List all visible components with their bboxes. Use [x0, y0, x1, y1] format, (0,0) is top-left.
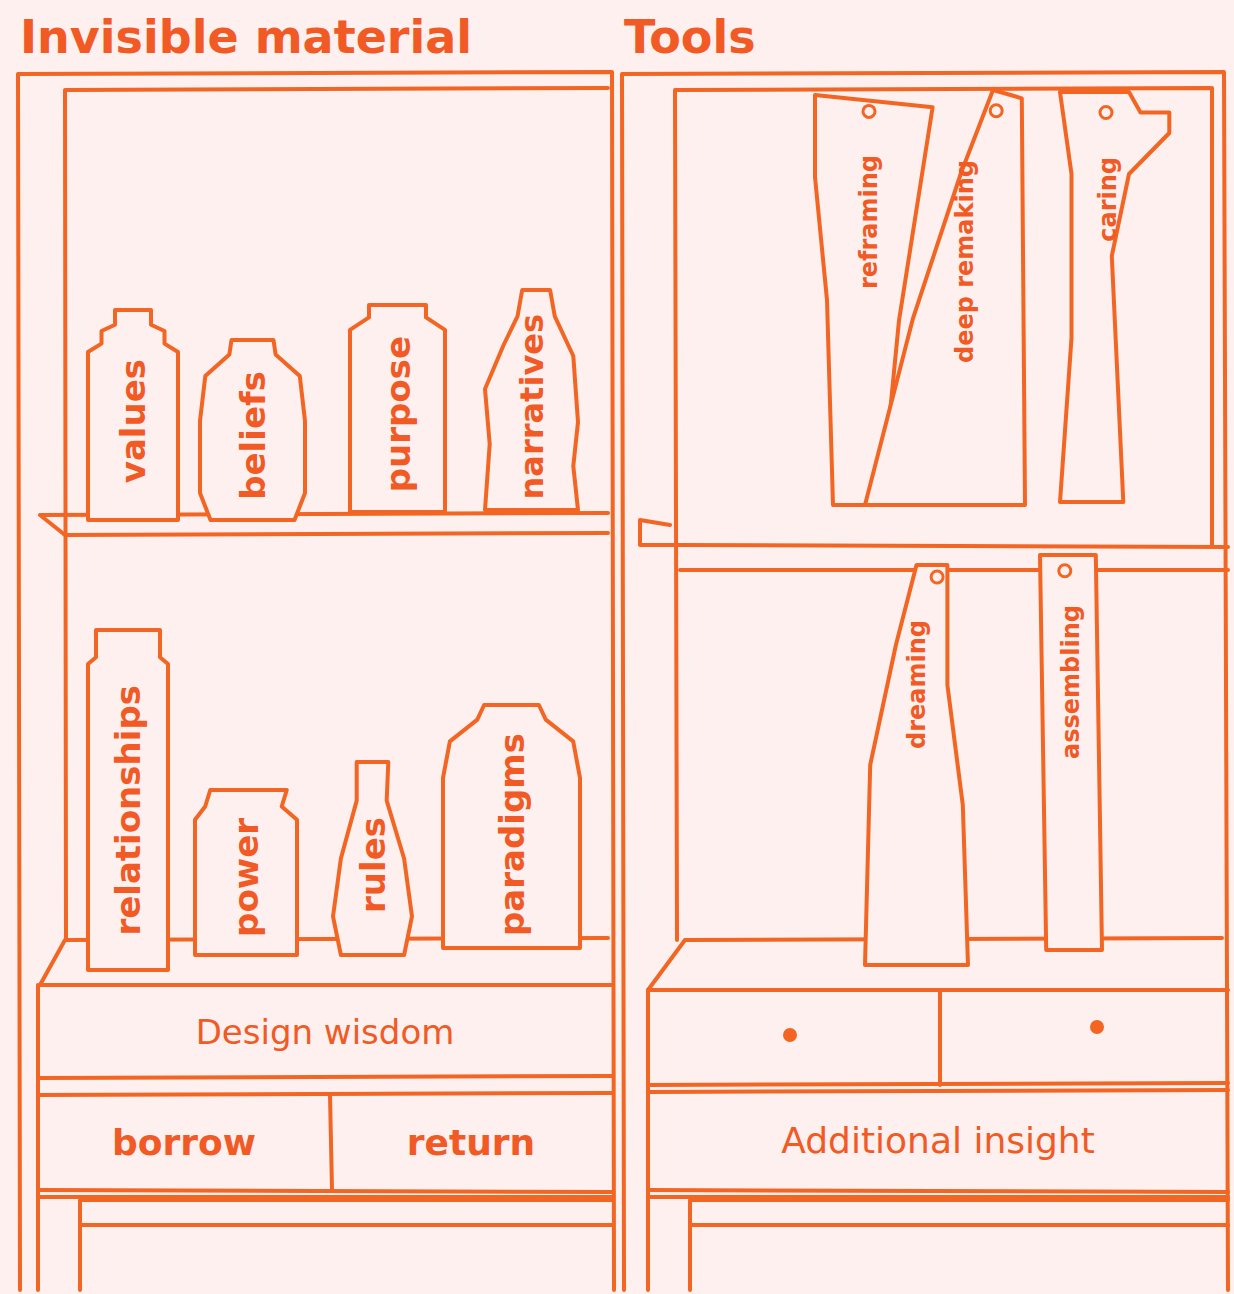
drawer: Additional insight — [648, 1090, 1228, 1190]
jar-label: purpose — [378, 336, 418, 492]
jar-label: paradigms — [492, 733, 532, 936]
label-wrap: purpose — [350, 305, 445, 512]
hang-hole — [931, 571, 943, 583]
cabinet: Toolsreframingdeep remakingcaringdreamin… — [622, 72, 1228, 1290]
material-jar: values — [88, 310, 178, 520]
tool-board: dreaming — [865, 565, 968, 965]
label-wrap: rules — [333, 762, 412, 955]
material-jar: rules — [333, 762, 412, 955]
label-wrap: values — [88, 310, 178, 520]
tool-label: assembling — [1057, 605, 1085, 759]
outline-shape — [1060, 92, 1175, 502]
drawer-label: borrow — [112, 1122, 256, 1163]
drawer: return — [330, 1095, 612, 1190]
label-wrap: beliefs — [200, 340, 305, 520]
label-wrap: deep remaking — [865, 90, 1025, 505]
label-wrap: dreaming — [865, 565, 968, 965]
outline-path — [485, 290, 578, 510]
drawer-label: Design wisdom — [196, 1012, 455, 1052]
jar-label: power — [226, 818, 266, 937]
label-wrap: paradigms — [443, 705, 580, 948]
outline-path — [865, 90, 1025, 505]
jar-label: values — [113, 359, 153, 483]
jar-label: rules — [353, 817, 393, 913]
tool-board: caring — [1060, 92, 1175, 502]
label-wrap: caring — [1060, 92, 1175, 502]
outline-path — [200, 340, 305, 520]
cabinet: Invisible materialvaluesbeliefspurposena… — [18, 72, 614, 1290]
jar-label: beliefs — [233, 371, 273, 500]
label-wrap: power — [195, 790, 297, 955]
tool-board: assembling — [1040, 555, 1102, 950]
label-wrap: assembling — [1040, 555, 1102, 950]
label-wrap: relationships — [88, 630, 168, 970]
outline-path — [443, 705, 580, 948]
outline-path — [88, 630, 168, 970]
cabinet-heading: Invisible material — [20, 10, 472, 64]
outline-shape — [865, 90, 1025, 505]
drawer-label: return — [407, 1122, 535, 1163]
outline-path — [88, 310, 178, 520]
material-jar: beliefs — [200, 340, 305, 520]
material-jar: power — [195, 790, 297, 955]
cabinet-heading: Tools — [624, 10, 756, 64]
tool-label: caring — [1094, 157, 1122, 242]
outline-path — [1040, 555, 1102, 950]
outline-path — [195, 790, 297, 955]
drawer: borrow — [38, 1095, 330, 1190]
tool-label: reframing — [855, 155, 883, 289]
outline-path — [350, 305, 445, 512]
hang-hole — [990, 105, 1002, 117]
jar-label: narratives — [513, 314, 551, 499]
hang-hole — [863, 105, 875, 117]
jar-label: relationships — [108, 685, 148, 936]
material-jar: paradigms — [443, 705, 580, 948]
hang-hole — [1059, 565, 1071, 577]
outline-path — [1060, 92, 1169, 502]
hang-hole — [1100, 107, 1112, 119]
tool-board: deep remaking — [865, 90, 1025, 505]
material-jar: purpose — [350, 305, 445, 512]
outline-path — [865, 565, 968, 965]
material-jar: narratives — [485, 290, 578, 510]
label-wrap: narratives — [485, 290, 578, 510]
material-jar: relationships — [88, 630, 168, 970]
tool-label: deep remaking — [951, 160, 979, 363]
tool-label: dreaming — [903, 620, 931, 749]
drawer-label: Additional insight — [781, 1120, 1095, 1161]
outline-path — [333, 762, 412, 955]
drawer: Design wisdom — [38, 987, 612, 1076]
